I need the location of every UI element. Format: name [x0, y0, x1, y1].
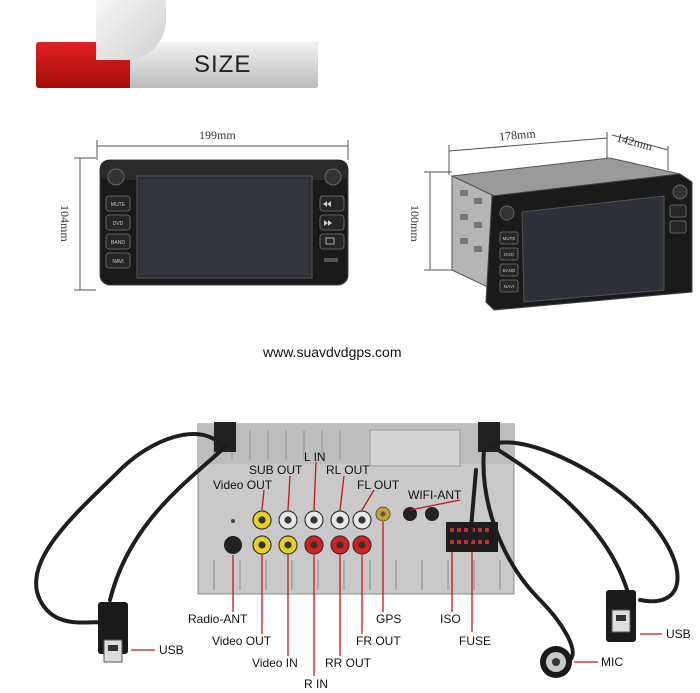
callout-fr-out: FR OUT	[356, 634, 401, 648]
callout-video-in: Video IN	[252, 656, 298, 670]
front-height-label: 104mm	[58, 205, 72, 242]
front-btn-navi: NAVI	[112, 259, 123, 265]
side-btn-band: BAND	[503, 268, 516, 273]
cables	[34, 432, 680, 662]
side-height-label: 100mm	[408, 205, 422, 242]
callout-lines	[131, 461, 662, 676]
front-btn-mute: MUTE	[111, 202, 126, 208]
callout-usb-left: USB	[159, 643, 184, 657]
back-panel	[197, 422, 515, 595]
front-btn-dvd: DVD	[113, 221, 124, 227]
callout-iso: ISO	[440, 612, 461, 626]
size-banner: SIZE	[36, 0, 318, 92]
usb-right-plug	[606, 590, 636, 642]
side-unit: MUTE DVD BAND NAVI	[450, 157, 693, 311]
callout-usb-right: USB	[666, 627, 691, 641]
front-btn-band: BAND	[111, 240, 125, 246]
side-btn-dvd: DVD	[504, 252, 514, 257]
callout-rl-out: RL OUT	[326, 463, 370, 477]
front-width-label: 199mm	[199, 128, 236, 142]
callout-video-out-bottom: Video OUT	[212, 634, 272, 648]
side-dimension-lines	[424, 132, 669, 271]
callout-l-in: L IN	[304, 450, 326, 464]
callout-radio-ant: Radio-ANT	[188, 612, 248, 626]
callout-video-out-top: Video OUT	[213, 478, 273, 492]
banner-label: SIZE	[194, 51, 252, 78]
callout-sub-out: SUB OUT	[249, 463, 303, 477]
callout-r-in: R IN	[304, 677, 328, 691]
side-width-label: 178mm	[498, 126, 537, 144]
usb-left-plug	[98, 602, 128, 663]
website-url: www.suavdvdgps.com	[263, 344, 402, 360]
callout-rr-out: RR OUT	[325, 656, 371, 670]
front-unit: MUTE DVD BAND NAVI	[99, 159, 349, 286]
callout-wifi-ant: WIFI-ANT	[408, 488, 462, 502]
callout-fuse: FUSE	[459, 634, 492, 648]
callout-gps: GPS	[376, 612, 402, 626]
mic-plug	[540, 646, 572, 678]
side-btn-mute: MUTE	[503, 236, 516, 241]
banner-grey-bar	[130, 42, 318, 88]
callout-fl-out: FL OUT	[357, 478, 400, 492]
callout-mic: MIC	[601, 655, 623, 669]
side-btn-navi: NAVI	[504, 284, 514, 289]
front-dimension-lines	[74, 140, 349, 291]
